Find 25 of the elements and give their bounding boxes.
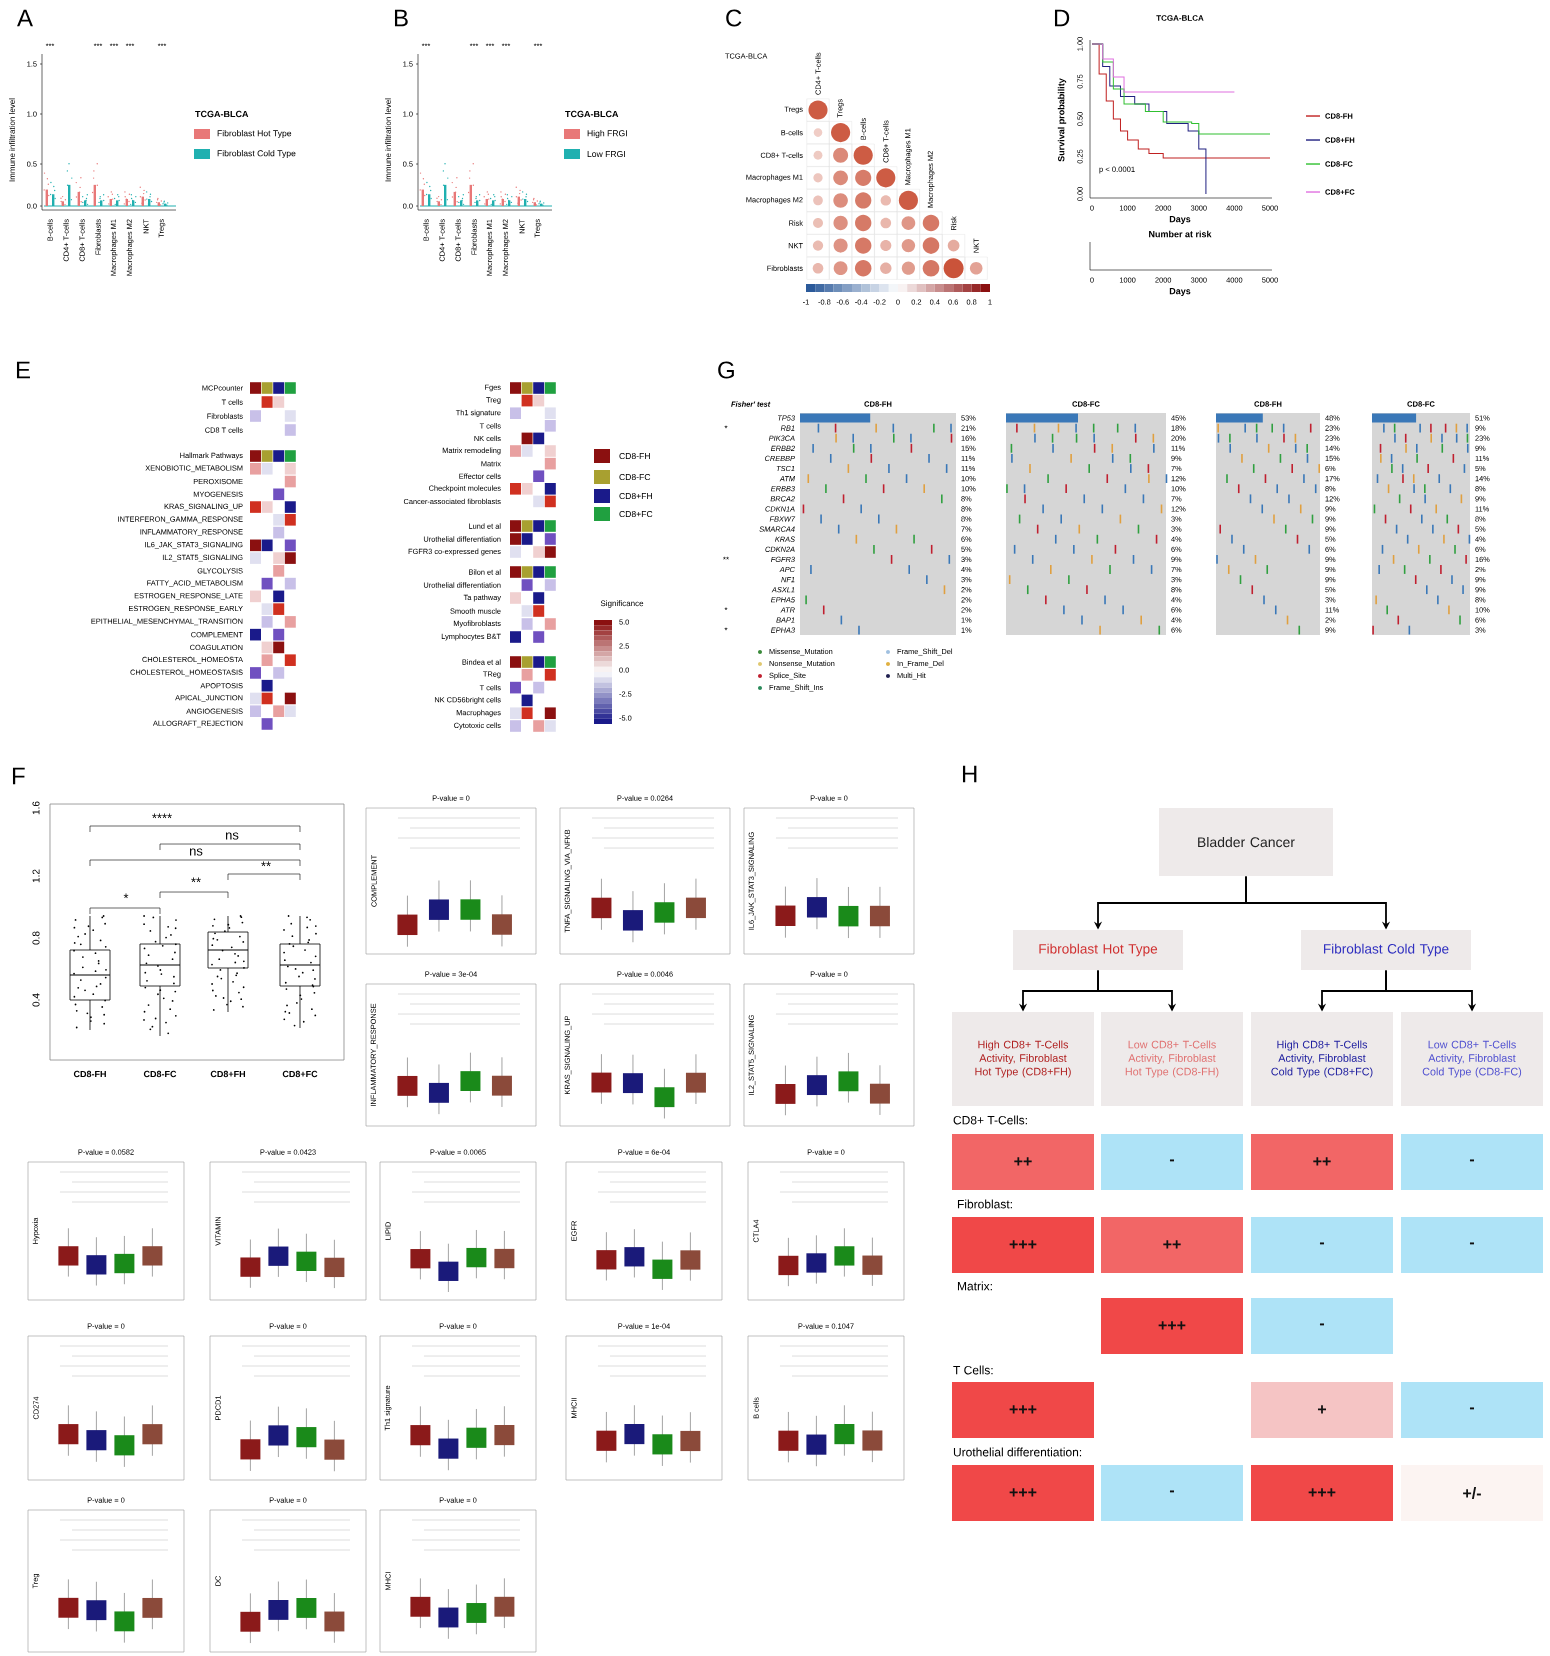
score-cell: - xyxy=(1251,1217,1393,1273)
score-cell: - xyxy=(1251,1298,1393,1354)
score-cell: +++ xyxy=(952,1465,1094,1521)
panel-letter: C xyxy=(726,9,742,27)
score-cell: - xyxy=(1401,1382,1543,1438)
panel-letter: A xyxy=(17,9,33,27)
score-cell: ++ xyxy=(952,1134,1094,1190)
score-cell: - xyxy=(1401,1134,1543,1190)
panel-letter: E xyxy=(17,361,30,379)
score-cell: +++ xyxy=(952,1217,1094,1273)
panel-letter: H xyxy=(962,765,977,783)
score-cell: +++ xyxy=(952,1382,1094,1438)
score-cell: - xyxy=(1101,1134,1243,1190)
score-cell: ++ xyxy=(1251,1134,1393,1190)
score-cell: - xyxy=(1101,1465,1243,1521)
score-cell: +++ xyxy=(1101,1298,1243,1354)
score-cell: + xyxy=(1251,1382,1393,1438)
score-cell: +++ xyxy=(1251,1465,1393,1521)
panel-letter: G xyxy=(718,361,734,379)
panel-letter: D xyxy=(1055,9,1070,27)
score-cell: - xyxy=(1401,1217,1543,1273)
panel-letter: B xyxy=(394,9,408,27)
score-cell: +/- xyxy=(1401,1465,1543,1521)
score-cell: ++ xyxy=(1101,1217,1243,1273)
panel-letter: F xyxy=(13,767,25,785)
